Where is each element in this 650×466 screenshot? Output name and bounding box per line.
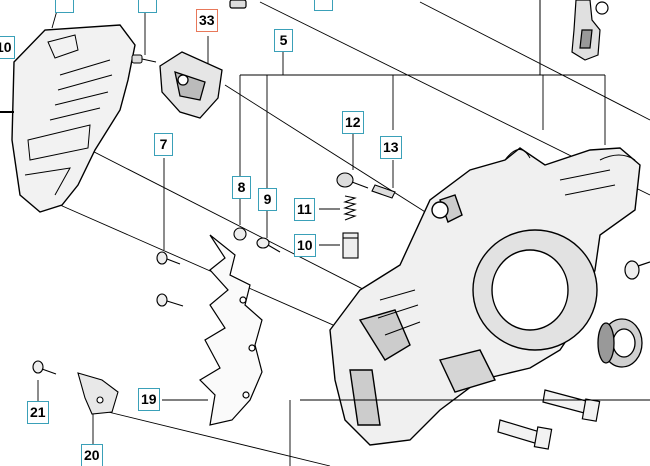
nut-8	[233, 227, 247, 241]
top-part	[229, 0, 247, 9]
callout-8[interactable]: 8	[232, 176, 251, 199]
handle-assembly	[571, 0, 609, 61]
callout-19[interactable]: 19	[138, 388, 160, 411]
bracket-33	[159, 51, 223, 119]
callout-top-left[interactable]	[55, 0, 74, 13]
callout-10[interactable]: 10	[294, 234, 316, 257]
callout-7[interactable]: 7	[154, 133, 173, 156]
callout-11[interactable]: 11	[294, 198, 315, 221]
right-bolt	[624, 260, 650, 280]
side-cover	[11, 24, 136, 213]
screws-7	[156, 251, 184, 307]
assembly-line-bracket	[224, 84, 431, 216]
callout-33[interactable]: 33	[196, 9, 218, 32]
callout-10-top-left[interactable]: 10	[0, 36, 15, 59]
gasket-19	[199, 234, 263, 426]
callout-21[interactable]: 21	[27, 401, 49, 424]
right-frame	[300, 0, 650, 401]
lower-assembly-line	[99, 409, 331, 466]
callout-top[interactable]	[314, 0, 333, 11]
crankcase	[329, 147, 641, 446]
callout-5[interactable]: 5	[274, 29, 293, 52]
clip-20	[77, 372, 119, 415]
screw-9	[256, 237, 281, 253]
screw-21	[32, 360, 57, 375]
callout-13[interactable]: 13	[380, 136, 402, 159]
callout-9[interactable]: 9	[258, 188, 277, 211]
callout-31[interactable]	[138, 0, 157, 13]
callout-12[interactable]: 12	[342, 111, 364, 134]
callout-20[interactable]: 20	[81, 444, 103, 466]
screw-31	[131, 54, 157, 64]
screw-13	[371, 184, 396, 199]
lower-bolts	[497, 389, 601, 450]
spring-11	[343, 195, 357, 221]
assembly-line-top-right	[419, 1, 650, 121]
bearing	[597, 318, 643, 368]
screw-12	[336, 172, 369, 189]
block-10	[342, 232, 359, 259]
